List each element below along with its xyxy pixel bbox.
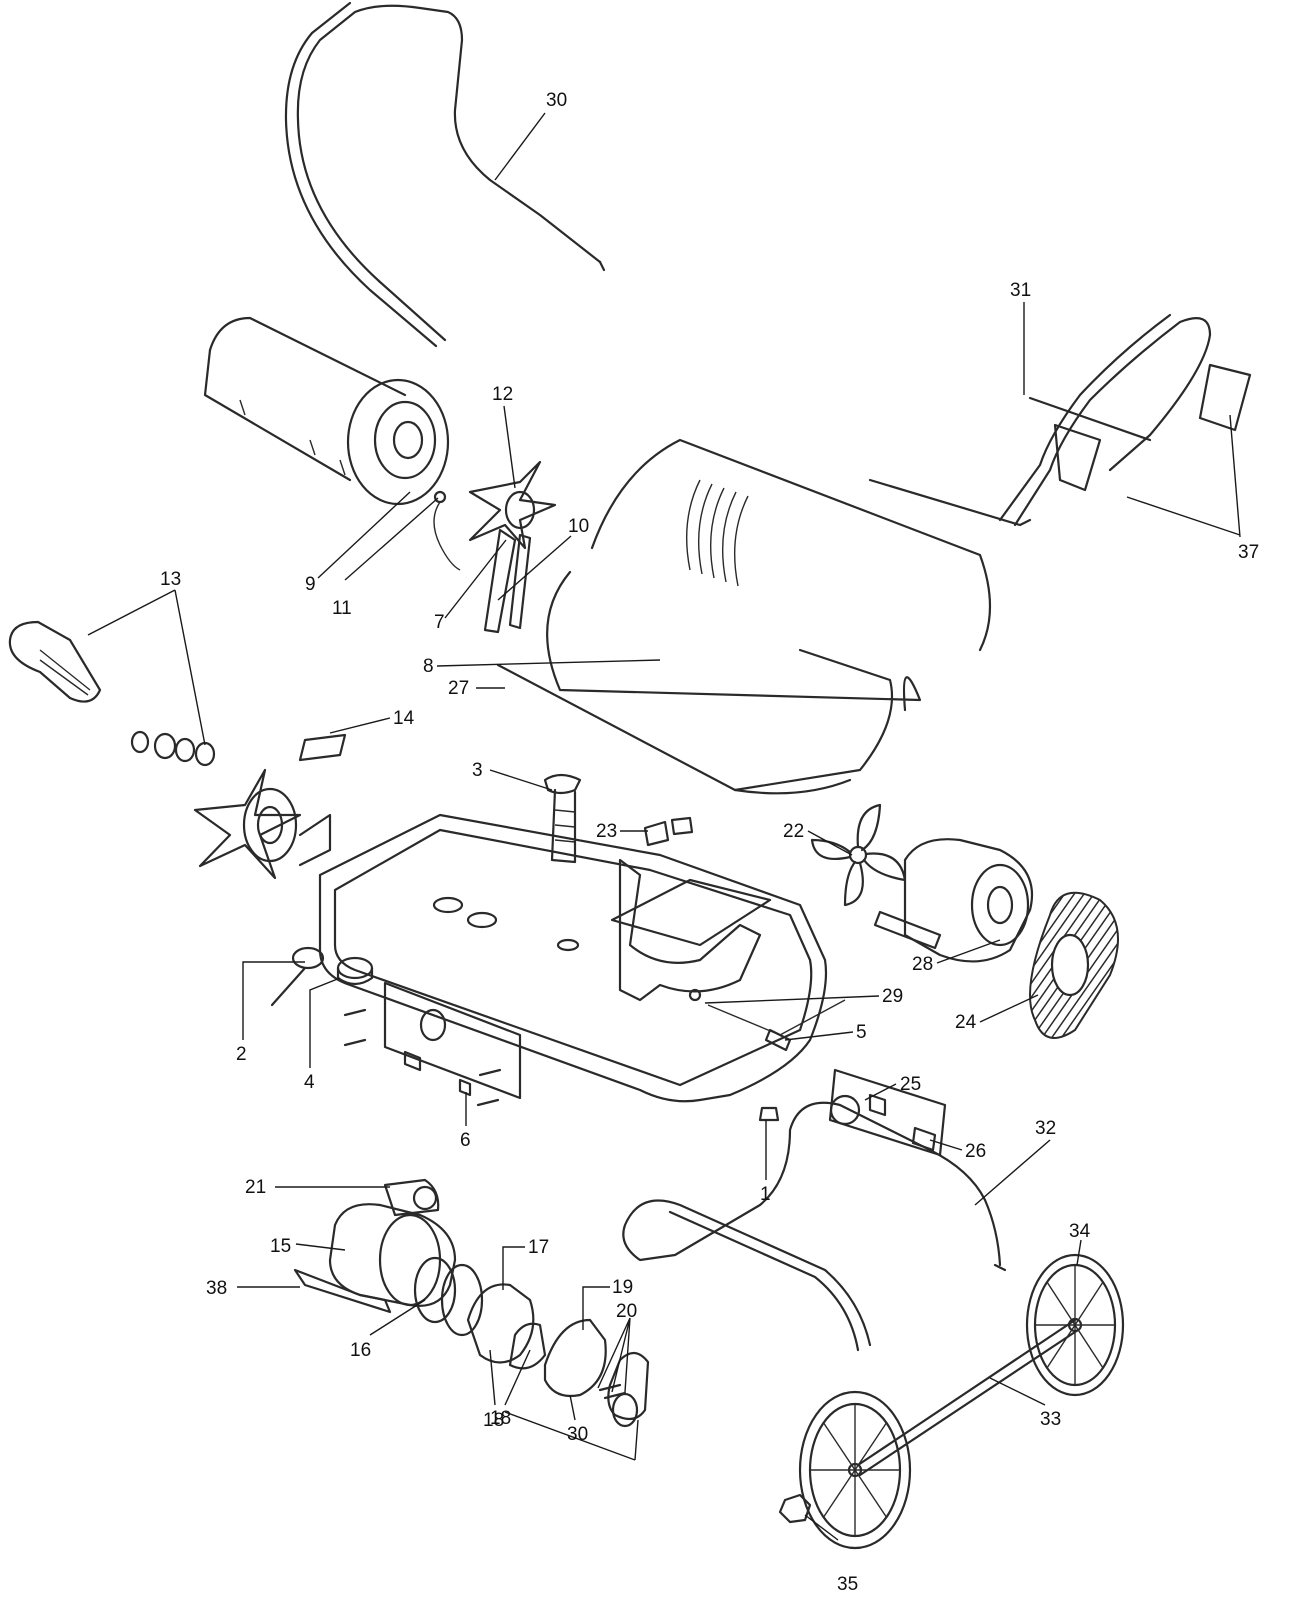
callout-10: 10 bbox=[568, 516, 589, 537]
control-panel-6 bbox=[343, 981, 522, 1107]
callout-37: 37 bbox=[1238, 542, 1259, 563]
callout-16: 16 bbox=[350, 1340, 371, 1361]
bolt-1 bbox=[758, 1106, 780, 1122]
nozzle-13 bbox=[8, 620, 216, 767]
callout-3: 3 bbox=[472, 760, 483, 781]
callout-12: 12 bbox=[492, 384, 513, 405]
callout-24: 24 bbox=[955, 1012, 977, 1033]
fan-assembly-14 bbox=[193, 733, 347, 880]
callout-6: 6 bbox=[460, 1130, 471, 1151]
top-handle bbox=[284, 1, 606, 348]
dipstick-2 bbox=[270, 946, 325, 1007]
callout-8: 8 bbox=[423, 656, 434, 677]
callout-18-lower: 18 bbox=[483, 1410, 504, 1431]
callout-31: 31 bbox=[1010, 280, 1031, 301]
wheel-front bbox=[798, 1390, 912, 1550]
callout-5: 5 bbox=[856, 1022, 867, 1043]
power-cord-5 bbox=[688, 988, 846, 1052]
callout-22: 22 bbox=[783, 821, 804, 842]
callout-30-pump: 30 bbox=[567, 1424, 588, 1445]
callout-23: 23 bbox=[596, 821, 617, 842]
callout-26: 26 bbox=[965, 1141, 986, 1162]
callout-labels: 30 31 37 12 10 9 11 7 13 8 27 14 3 23 22… bbox=[160, 90, 1259, 1595]
lower-shell bbox=[496, 570, 922, 795]
callout-20: 20 bbox=[616, 1301, 637, 1322]
combustion-chamber bbox=[203, 316, 450, 506]
callout-2: 2 bbox=[236, 1044, 247, 1065]
callout-18-upper: 18 bbox=[490, 1408, 511, 1429]
burner-head-12 bbox=[468, 460, 557, 634]
sensor-23 bbox=[643, 816, 694, 847]
callout-1: 1 bbox=[760, 1184, 771, 1205]
motor-28 bbox=[873, 838, 1034, 963]
callout-4: 4 bbox=[304, 1072, 315, 1093]
fuel-tank-base bbox=[318, 813, 828, 1103]
callout-9: 9 bbox=[305, 574, 316, 595]
callout-29: 29 bbox=[882, 986, 903, 1007]
callout-33: 33 bbox=[1040, 1409, 1061, 1430]
wheel-frame-32 bbox=[622, 1101, 1007, 1352]
callout-14: 14 bbox=[393, 708, 415, 729]
callout-27: 27 bbox=[448, 678, 469, 699]
callout-15: 15 bbox=[270, 1236, 291, 1257]
igniter-wire-11 bbox=[433, 490, 461, 571]
fuel-gauge-3 bbox=[543, 773, 582, 864]
rear-handle-31 bbox=[868, 313, 1252, 527]
callout-11: 11 bbox=[332, 598, 352, 619]
callout-25: 25 bbox=[900, 1074, 921, 1095]
wheel-34 bbox=[1025, 1253, 1125, 1397]
callout-30: 30 bbox=[546, 90, 567, 111]
callout-13: 13 bbox=[160, 569, 181, 590]
fan-blade-22 bbox=[810, 803, 907, 907]
callout-19: 19 bbox=[612, 1277, 633, 1298]
pump-motor-15 bbox=[293, 1178, 457, 1314]
fuel-cap-4 bbox=[336, 956, 374, 986]
axle-33 bbox=[856, 1318, 1080, 1477]
leader-lines bbox=[87, 112, 1241, 1541]
callout-7: 7 bbox=[434, 612, 445, 633]
callout-38: 38 bbox=[206, 1278, 227, 1299]
callout-32: 32 bbox=[1035, 1118, 1056, 1139]
pump-assembly-16 bbox=[413, 1256, 650, 1428]
fan-guard-24 bbox=[1029, 891, 1119, 1039]
callout-17: 17 bbox=[528, 1237, 549, 1258]
callout-21: 21 bbox=[245, 1177, 266, 1198]
callout-35: 35 bbox=[837, 1574, 858, 1595]
callout-34: 34 bbox=[1069, 1221, 1091, 1242]
control-board-25 bbox=[828, 1068, 947, 1157]
callout-28: 28 bbox=[912, 954, 933, 975]
wheel-cap-35 bbox=[778, 1493, 812, 1524]
upper-shell bbox=[590, 438, 992, 652]
